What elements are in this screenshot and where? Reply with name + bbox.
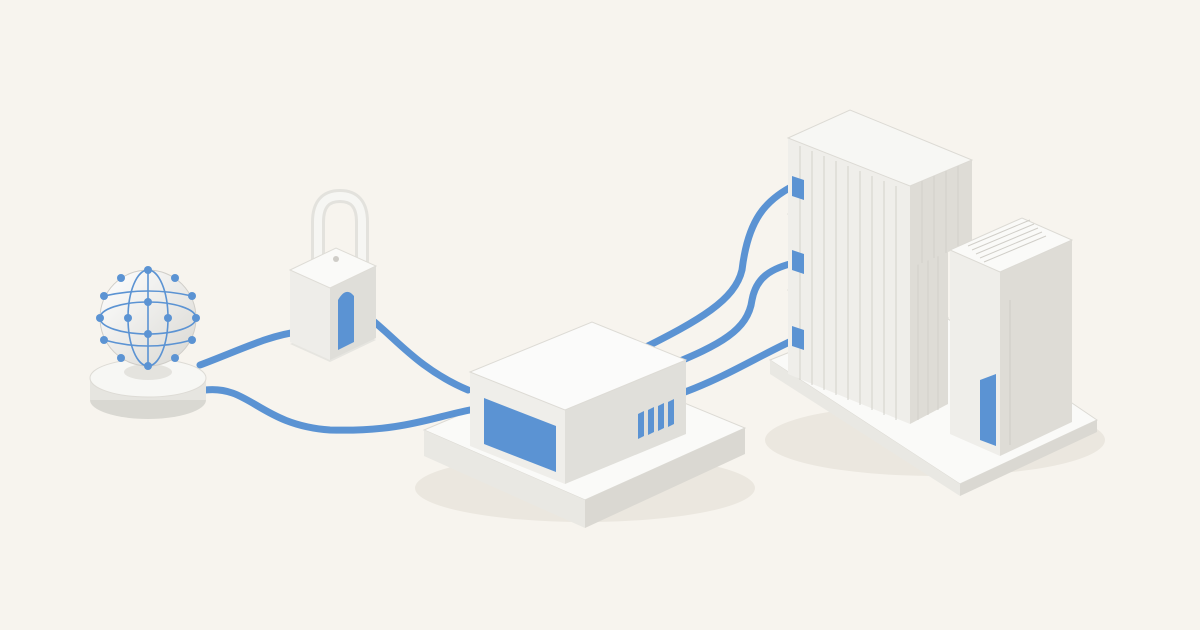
cable-globe-lock [196, 328, 302, 369]
cable-globe-router [201, 386, 474, 434]
router-box [468, 321, 688, 484]
server-status-panel [980, 374, 996, 446]
cables [196, 181, 802, 434]
padlock-icon [288, 188, 378, 362]
container-stack [786, 109, 974, 424]
cable-router-container-mid [664, 258, 802, 370]
server-tower [948, 217, 1074, 456]
router-vents [638, 399, 674, 439]
cable-router-container-bot [681, 334, 802, 396]
globe-icon [89, 266, 207, 419]
container-top [786, 109, 974, 268]
cable-router-container-top [636, 181, 799, 354]
router-side-panel [484, 398, 556, 472]
cable-lock-router [368, 316, 472, 394]
